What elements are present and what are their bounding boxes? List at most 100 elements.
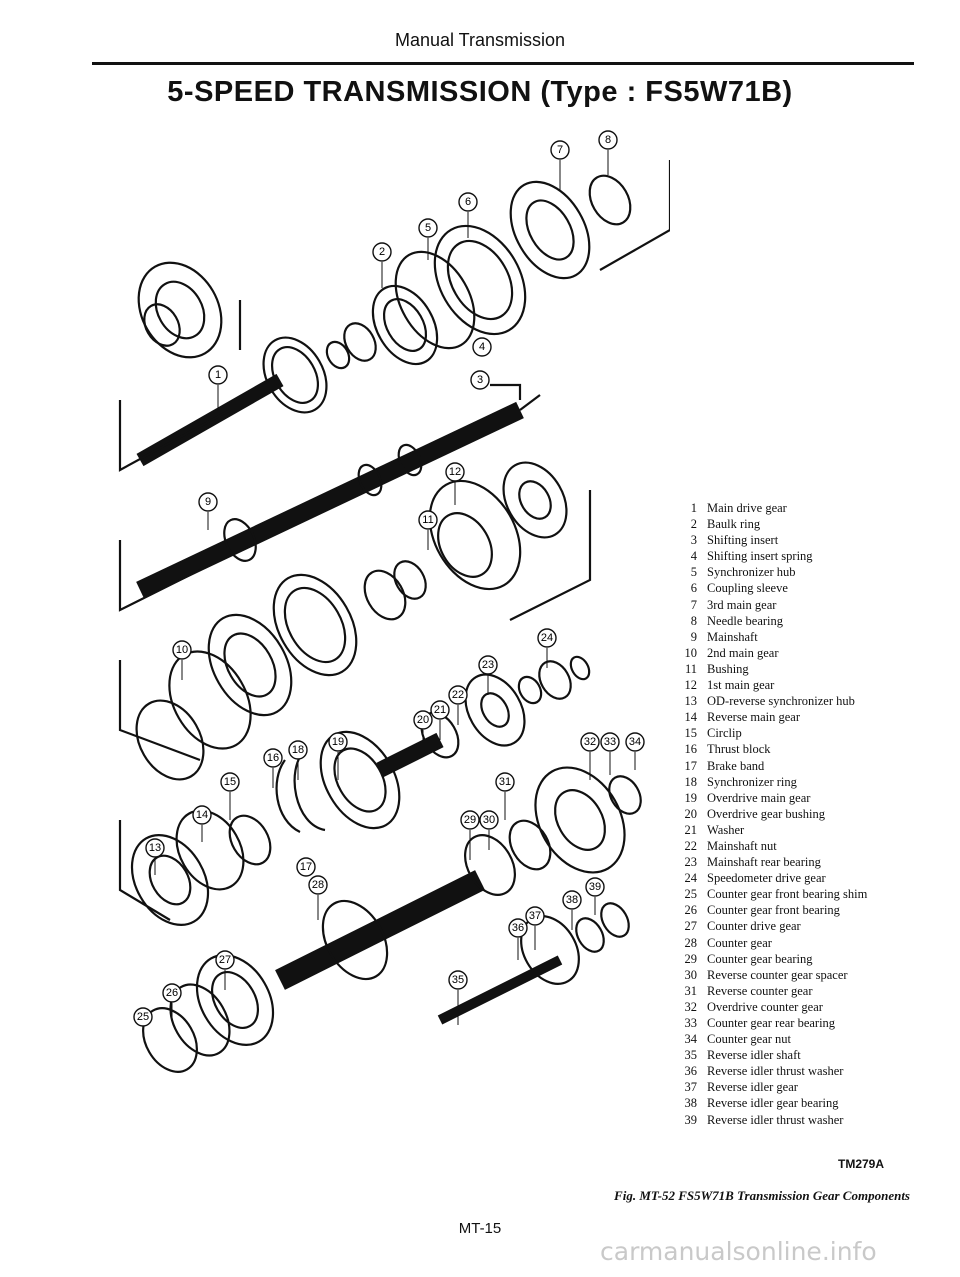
legend-item: 25 Counter gear front bearing shim — [675, 886, 945, 902]
callout-37: 37 — [525, 906, 545, 950]
legend-label: Overdrive counter gear — [707, 999, 823, 1014]
legend-label: Mainshaft nut — [707, 838, 777, 853]
legend-label: Coupling sleeve — [707, 581, 788, 596]
legend-label: Bushing — [707, 661, 749, 676]
watermark: carmanualsonline.info — [600, 1237, 877, 1266]
legend-label: Speedometer drive gear — [707, 871, 826, 886]
callout-9: 9 — [198, 492, 218, 530]
callout-24: 24 — [537, 628, 557, 668]
svg-text:3: 3 — [477, 374, 483, 386]
svg-text:13: 13 — [149, 842, 161, 854]
legend-label: Needle bearing — [707, 613, 784, 628]
callout-6: 6 — [458, 192, 478, 238]
callout-36: 36 — [508, 918, 528, 960]
legend-label: Reverse idler gear bearing — [707, 1096, 839, 1111]
callout-2: 2 — [372, 242, 392, 288]
legend-label: Reverse idler gear — [707, 1080, 798, 1095]
legend-label: Overdrive main gear — [707, 790, 811, 805]
page-title: 5-SPEED TRANSMISSION (Type : FS5W71B) — [167, 76, 793, 108]
svg-text:1: 1 — [215, 369, 221, 381]
legend-label: Main drive gear — [707, 501, 787, 515]
callout-33: 33 — [600, 732, 620, 775]
svg-text:19: 19 — [332, 736, 344, 748]
first-gear-assembly — [363, 461, 592, 621]
legend-number: 25 — [684, 887, 698, 902]
svg-text:36: 36 — [512, 922, 524, 934]
legend-number: 5 — [690, 565, 697, 580]
callout-28: 28 — [308, 875, 328, 920]
legend-label: 2nd main gear — [707, 645, 779, 660]
svg-text:8: 8 — [605, 134, 611, 146]
svg-text:30: 30 — [483, 814, 495, 826]
legend-number: 35 — [684, 1048, 698, 1063]
callout-1: 1 — [208, 365, 228, 410]
svg-text:7: 7 — [557, 144, 563, 156]
callout-5: 5 — [418, 218, 438, 260]
legend-number: 20 — [684, 806, 698, 821]
legend-number: 4 — [690, 549, 697, 564]
figure-code: TM279A — [838, 1157, 885, 1171]
callout-26: 26 — [162, 983, 182, 1020]
exploded-gear-diagram: 1 2 3 4 5 6 7 8 9 10 11 12 13 14 15 16 1… — [118, 130, 670, 1073]
callout-18: 18 — [288, 740, 308, 780]
legend-label: Synchronizer ring — [707, 774, 797, 789]
legend-label: Reverse counter gear spacer — [707, 967, 848, 982]
svg-text:24: 24 — [541, 632, 553, 644]
svg-text:34: 34 — [629, 736, 641, 748]
mainshaft-assembly — [118, 383, 541, 612]
svg-text:10: 10 — [176, 644, 188, 656]
callout-32: 32 — [580, 732, 600, 780]
legend-label: Counter gear front bearing shim — [707, 887, 868, 902]
callout-labels: 1 2 3 4 5 6 7 8 9 10 11 12 13 14 15 16 1… — [133, 130, 645, 1027]
callout-19: 19 — [328, 732, 348, 780]
callout-23: 23 — [478, 655, 498, 695]
legend-number: 8 — [690, 613, 697, 628]
legend-number: 12 — [684, 678, 698, 693]
page-number: MT-15 — [458, 1220, 502, 1237]
callout-12: 12 — [445, 462, 465, 505]
svg-text:15: 15 — [224, 776, 236, 788]
legend-label: Reverse idler thrust washer — [707, 1064, 844, 1079]
svg-text:17: 17 — [300, 861, 312, 873]
callout-11: 11 — [418, 510, 438, 550]
legend-label: Counter gear bearing — [707, 951, 813, 966]
legend-number: 7 — [690, 597, 697, 612]
legend-number: 9 — [690, 629, 697, 644]
figure-caption: Fig. MT-52 FS5W71B Transmission Gear Com… — [614, 1188, 910, 1203]
svg-text:11: 11 — [422, 514, 433, 526]
legend-label: Overdrive gear bushing — [707, 806, 826, 821]
svg-text:37: 37 — [529, 910, 541, 922]
legend-label: Counter gear nut — [707, 1032, 792, 1047]
legend-label: Reverse counter gear — [707, 983, 813, 998]
callout-10: 10 — [172, 640, 192, 680]
legend-number: 34 — [684, 1032, 698, 1047]
svg-text:23: 23 — [482, 659, 494, 671]
legend-label: Thrust block — [707, 742, 771, 757]
svg-text:28: 28 — [312, 879, 324, 891]
legend-number: 29 — [684, 951, 698, 966]
legend-label: Counter gear — [707, 935, 772, 950]
legend-label: Counter gear rear bearing — [707, 1016, 836, 1030]
legend-number: 26 — [684, 903, 698, 918]
svg-text:39: 39 — [589, 881, 601, 893]
svg-text:35: 35 — [452, 974, 464, 986]
legend-label: Brake band — [707, 758, 765, 773]
legend-number: 21 — [684, 822, 698, 837]
